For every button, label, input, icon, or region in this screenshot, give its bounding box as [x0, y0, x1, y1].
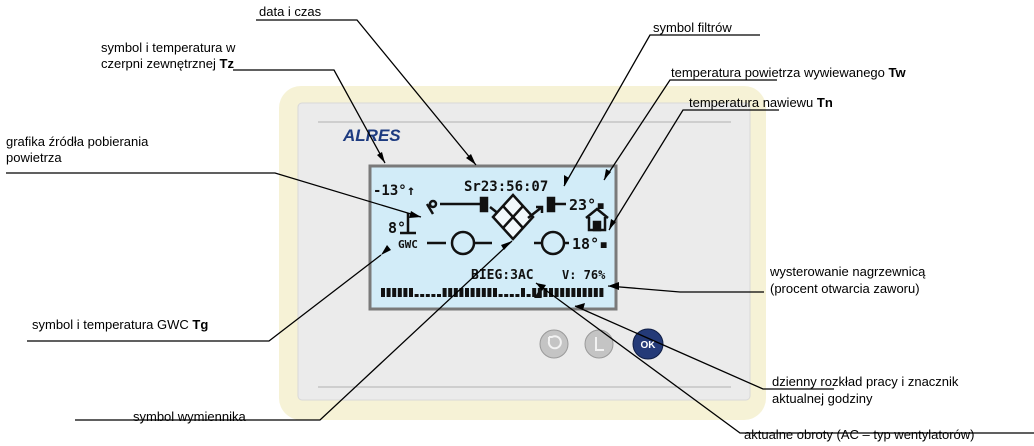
label-gwc: symbol i temperatura GWC Tg: [32, 317, 209, 332]
brand-logo: ALRES: [342, 126, 401, 145]
label-exhaust: temperatura powietrza wywiewanego Tw: [671, 65, 906, 80]
daily-schedule-bar: [381, 288, 604, 297]
schedule-segment: [577, 288, 581, 297]
leader-gwc: [27, 254, 382, 342]
arrowheads: [377, 152, 619, 310]
schedule-segment: [465, 288, 469, 297]
source-valve-symbol: [425, 203, 435, 215]
schedule-segment: [459, 288, 464, 297]
filter-right-icon: [546, 196, 556, 213]
label-heater-line2: (procent otwarcia zaworu): [770, 281, 920, 296]
schedule-segment: [397, 288, 402, 297]
schedule-segment: [420, 294, 425, 297]
lcd-graphics: [400, 193, 609, 256]
schedule-segment: [599, 288, 604, 297]
label-speed: aktualne obroty (AC – typ wentylatorów): [744, 427, 975, 442]
lcd-gwc-temp: 8°: [388, 219, 406, 237]
leader-supply: [608, 109, 779, 231]
label-exchanger: symbol wymiennika: [133, 409, 246, 424]
leader-source: [6, 172, 422, 218]
label-source-line2: powietrza: [6, 150, 62, 165]
schedule-segment: [509, 294, 514, 297]
label-datetime: data i czas: [259, 4, 322, 19]
filter-right-arrow-icon: [527, 205, 544, 219]
schedule-segment: [409, 288, 413, 297]
rotate-icon: [547, 335, 562, 350]
plus-icon: [595, 337, 604, 351]
schedule-segment: [386, 288, 391, 297]
back-button[interactable]: [539, 329, 569, 359]
schedule-segment: [593, 288, 598, 297]
left-button[interactable]: [584, 329, 614, 359]
lcd-datetime: Sr23:56:07: [464, 179, 548, 195]
schedule-segment: [470, 288, 475, 297]
label-schedule-line2: aktualnej godziny: [772, 391, 873, 406]
schedule-segment: [515, 294, 520, 297]
schedule-segment: [392, 288, 397, 297]
schedule-segment: [442, 288, 447, 297]
leader-exhaust: [603, 79, 777, 181]
schedule-segment: [588, 288, 593, 297]
schedule-segment: [571, 288, 576, 297]
label-outdoor-line2: czerpni zewnętrznej Tz: [101, 56, 234, 71]
schedule-segment: [554, 288, 559, 297]
label-schedule-line1: dzienny rozkład pracy i znacznik: [772, 374, 959, 389]
schedule-segment: [560, 288, 565, 297]
lcd-gwc-label: GWC: [398, 238, 418, 251]
lcd-exhaust-temp: 23°▪: [569, 196, 605, 214]
ok-button-label: OK: [641, 340, 657, 351]
schedule-segment: [431, 294, 436, 297]
label-heater-line1: wysterowanie nagrzewnicą: [770, 264, 926, 279]
ok-button[interactable]: [632, 328, 664, 360]
schedule-segment: [532, 288, 537, 297]
schedule-segment: [582, 288, 587, 297]
schedule-segment: [498, 294, 503, 297]
label-filters: symbol filtrów: [653, 20, 732, 35]
label-supply: temperatura nawiewu Tn: [689, 95, 833, 110]
schedule-segment: [414, 294, 419, 297]
schedule-segment: [504, 294, 509, 297]
schedule-segment: [425, 294, 430, 297]
leader-outdoor: [233, 69, 386, 164]
source-node-icon: [428, 199, 438, 209]
filter-left-icon: [479, 196, 489, 213]
schedule-segment: [537, 288, 542, 297]
schedule-segment: [521, 288, 525, 297]
schedule-segment: [437, 294, 441, 297]
label-outdoor-line1: symbol i temperatura w: [101, 40, 236, 55]
leader-schedule: [574, 305, 834, 390]
schedule-segment: [403, 288, 408, 297]
leader-filters: [563, 34, 760, 187]
lcd-fan-speed: BIEG:3AC: [471, 268, 534, 283]
schedule-segment: [381, 288, 385, 297]
leader-lines: [6, 19, 1034, 434]
leader-heater: [607, 285, 764, 293]
schedule-segment: [453, 288, 458, 297]
lcd-supply-temp: 18°▪: [572, 235, 608, 253]
schedule-segment: [493, 288, 497, 297]
schedule-segment: [476, 288, 481, 297]
current-hour-marker-icon: [534, 292, 542, 298]
schedule-segment: [526, 294, 531, 297]
leader-speed: [535, 282, 1034, 434]
schedule-segment: [448, 288, 453, 297]
schedule-segment: [481, 288, 486, 297]
schedule-segment: [549, 288, 553, 297]
leader-datetime: [256, 19, 477, 166]
lcd-screen: [368, 164, 618, 311]
lcd-outdoor-temp: -13°↑: [373, 183, 415, 199]
schedule-segment: [565, 288, 570, 297]
schedule-segment: [487, 288, 492, 297]
label-source-line1: grafika źródła pobierania: [6, 134, 149, 149]
lcd-heater-valve: V: 76%: [562, 268, 606, 282]
leader-exchanger: [75, 240, 513, 421]
schedule-segment: [543, 288, 548, 297]
